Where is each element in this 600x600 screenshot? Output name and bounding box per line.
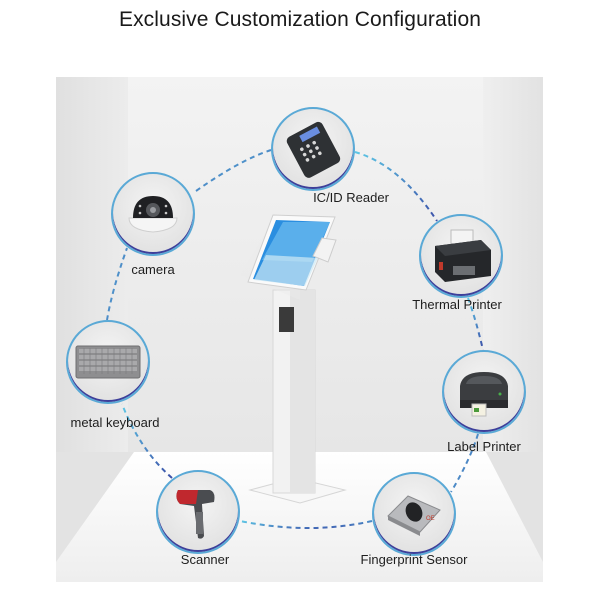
- scanner-node[interactable]: [156, 470, 240, 554]
- dome-camera-icon: [128, 196, 178, 233]
- barcode-scanner-icon: [176, 490, 215, 539]
- fingerprint-sensor-label: Fingerprint Sensor: [360, 552, 468, 567]
- metal-keyboard-node[interactable]: [66, 320, 150, 404]
- metal-keyboard-label: metal keyboard: [70, 415, 160, 430]
- fingerprint-sensor-node[interactable]: OE: [372, 472, 456, 556]
- label-printer-icon: [460, 372, 508, 417]
- scanner-label: Scanner: [180, 552, 230, 567]
- camera-node[interactable]: [111, 172, 195, 256]
- ic-id-reader-label: IC/ID Reader: [313, 190, 389, 205]
- keyboard-icon: [75, 345, 141, 379]
- thermal-printer-label: Thermal Printer: [412, 297, 502, 312]
- label-printer-node[interactable]: [442, 350, 526, 434]
- card-reader-icon: [286, 121, 341, 178]
- camera-label: camera: [131, 262, 175, 277]
- ic-id-reader-node[interactable]: [271, 107, 355, 191]
- thermal-printer-node[interactable]: [419, 214, 503, 298]
- thermal-printer-icon: [435, 229, 491, 282]
- label-printer-label: Label Printer: [447, 439, 521, 454]
- svg-text:OE: OE: [426, 516, 435, 522]
- page-title: Exclusive Customization Configuration: [118, 8, 482, 31]
- fingerprint-icon: OE: [387, 495, 441, 536]
- floor: [56, 452, 543, 582]
